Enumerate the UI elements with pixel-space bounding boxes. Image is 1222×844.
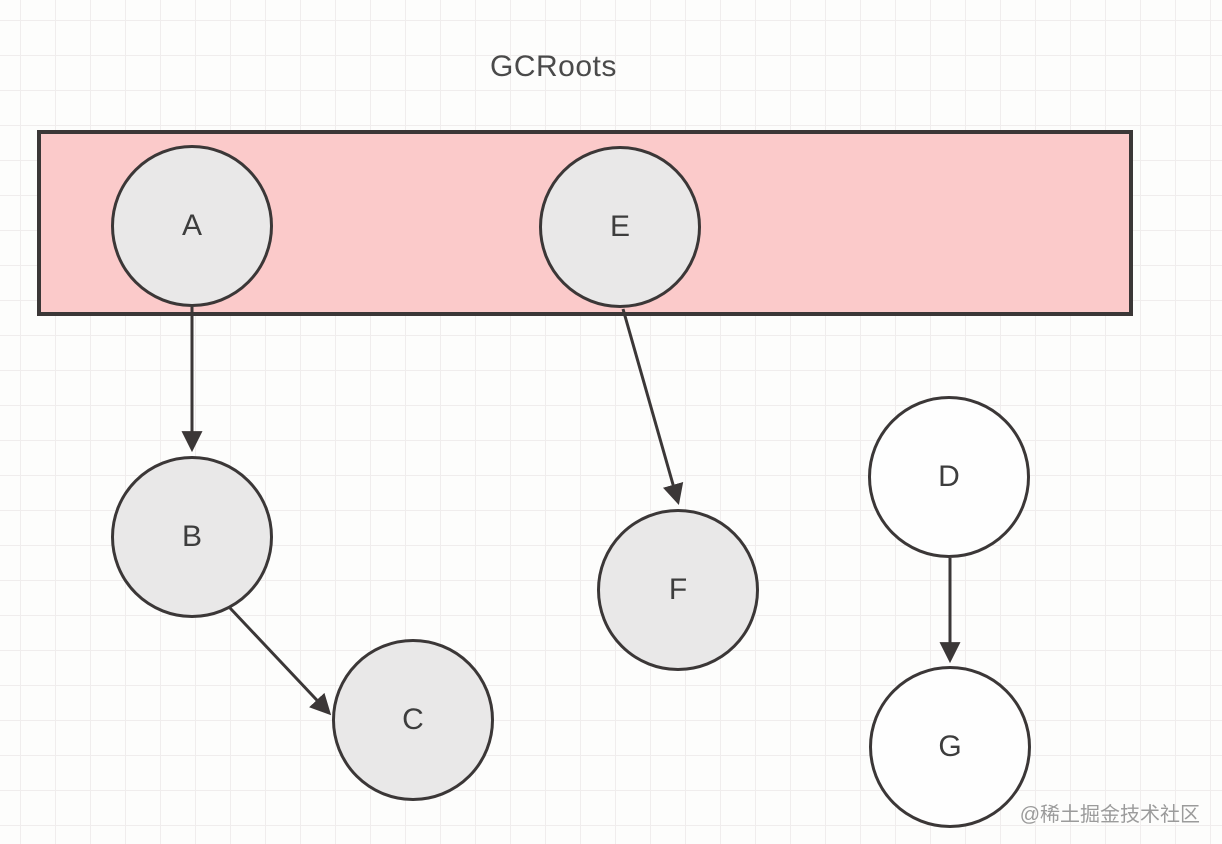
node-d-label: D bbox=[938, 460, 960, 493]
node-c-label: C bbox=[402, 703, 424, 736]
edge-e-to-f-arrow bbox=[621, 308, 684, 506]
node-b: B bbox=[111, 456, 273, 618]
node-g-label: G bbox=[938, 730, 962, 763]
node-f-label: F bbox=[668, 573, 688, 606]
edge-b-to-c-arrow bbox=[228, 606, 332, 716]
diagram-title: GCRoots bbox=[490, 50, 617, 83]
node-g: G bbox=[869, 666, 1031, 828]
watermark: @稀土掘金技术社区 bbox=[1019, 804, 1200, 826]
node-b-label: B bbox=[181, 520, 202, 553]
node-a-label: A bbox=[181, 209, 202, 242]
node-e: E bbox=[539, 146, 701, 308]
node-c: C bbox=[332, 639, 494, 801]
node-f: F bbox=[597, 509, 759, 671]
node-a: A bbox=[111, 145, 273, 307]
node-e-label: E bbox=[609, 210, 630, 243]
node-d: D bbox=[868, 396, 1030, 558]
